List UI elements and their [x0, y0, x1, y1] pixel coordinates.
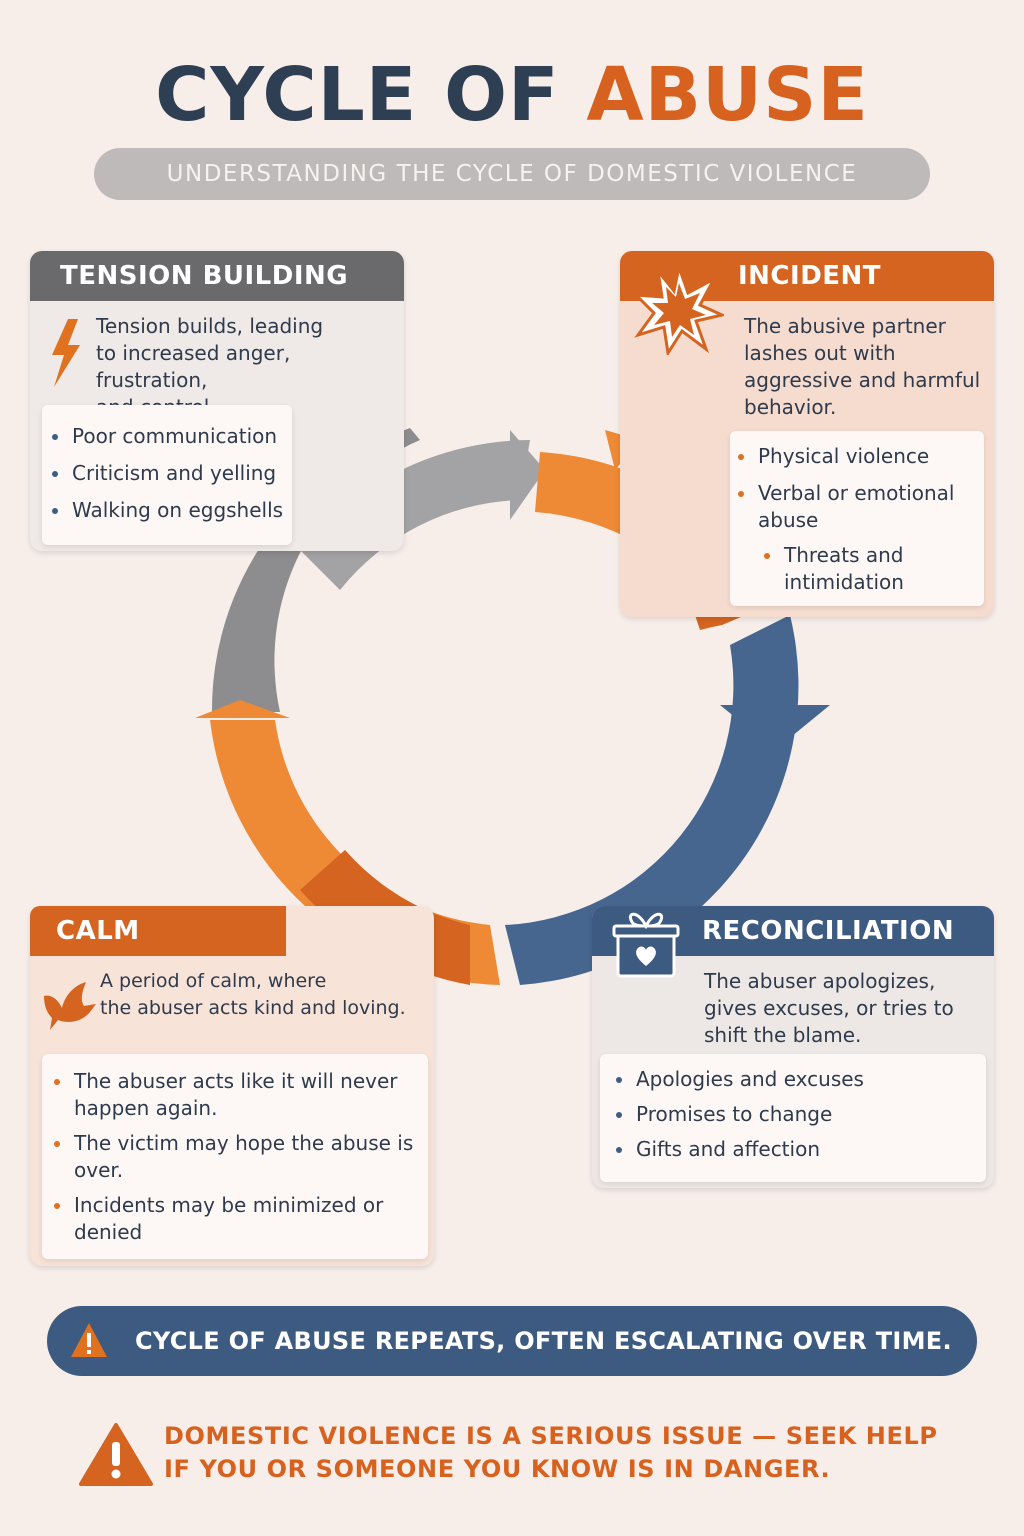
title-part-2: ABUSE	[586, 52, 869, 138]
explosion-icon	[634, 265, 724, 355]
banner-text: CYCLE OF ABUSE REPEATS, OFTEN ESCALATING…	[135, 1327, 952, 1355]
arrow-head-tension	[510, 430, 545, 520]
warning-triangle-icon	[79, 1423, 153, 1486]
title-part-1: CYCLE OF	[155, 52, 560, 138]
reconciliation-list: Apologies and excuses Promises to change…	[614, 1066, 972, 1163]
warning-icon	[71, 1323, 107, 1357]
repeat-banner: CYCLE OF ABUSE REPEATS, OFTEN ESCALATING…	[47, 1306, 977, 1376]
ring-segment-tension	[211, 428, 420, 712]
list-item: Promises to change	[614, 1101, 972, 1128]
page-title: CYCLE OF ABUSE	[0, 52, 1024, 138]
list-item: Physical violence	[736, 443, 978, 470]
list-item: Poor communication	[50, 423, 284, 450]
dove-icon	[44, 982, 96, 1030]
lightning-icon	[52, 319, 80, 387]
reconciliation-intro: The abuser apologizes, gives excuses, or…	[704, 969, 954, 1047]
list-item: Gifts and affection	[614, 1136, 972, 1163]
list-item: The victim may hope the abuse is over.	[52, 1130, 418, 1184]
ring-segment-tension-light	[300, 440, 530, 590]
list-item: The abuser acts like it will never happe…	[52, 1068, 418, 1122]
list-item: Verbal or emotional abuse	[736, 480, 978, 534]
list-item: Threats and intimidation	[762, 542, 978, 596]
tension-heading: TENSION BUILDING	[30, 251, 404, 301]
calm-intro: A period of calm, where the abuser acts …	[100, 970, 406, 1019]
warning-line-2: IF YOU OR SOMEONE YOU KNOW IS IN DANGER.	[164, 1455, 831, 1483]
warning-line-1: DOMESTIC VIOLENCE IS A SERIOUS ISSUE — S…	[164, 1422, 938, 1450]
arrow-head-calm	[195, 700, 290, 718]
tension-intro: Tension builds, leading to increased ang…	[96, 314, 324, 419]
gift-icon	[612, 912, 680, 978]
arrow-head-reconciliation	[720, 705, 830, 750]
calm-list: The abuser acts like it will never happe…	[52, 1068, 418, 1246]
incident-list: Physical violence Verbal or emotional ab…	[736, 443, 978, 596]
tension-list: Poor communication Criticism and yelling…	[50, 423, 284, 524]
subtitle-pill: UNDERSTANDING THE CYCLE OF DOMESTIC VIOL…	[94, 148, 930, 200]
list-item: Apologies and excuses	[614, 1066, 972, 1093]
list-item: Walking on eggshells	[50, 497, 284, 524]
incident-intro: The abusive partner lashes out with aggr…	[744, 314, 981, 419]
list-item: Criticism and yelling	[50, 460, 284, 487]
list-item: Incidents may be minimized or denied	[52, 1192, 418, 1246]
calm-heading: CALM	[30, 906, 286, 956]
